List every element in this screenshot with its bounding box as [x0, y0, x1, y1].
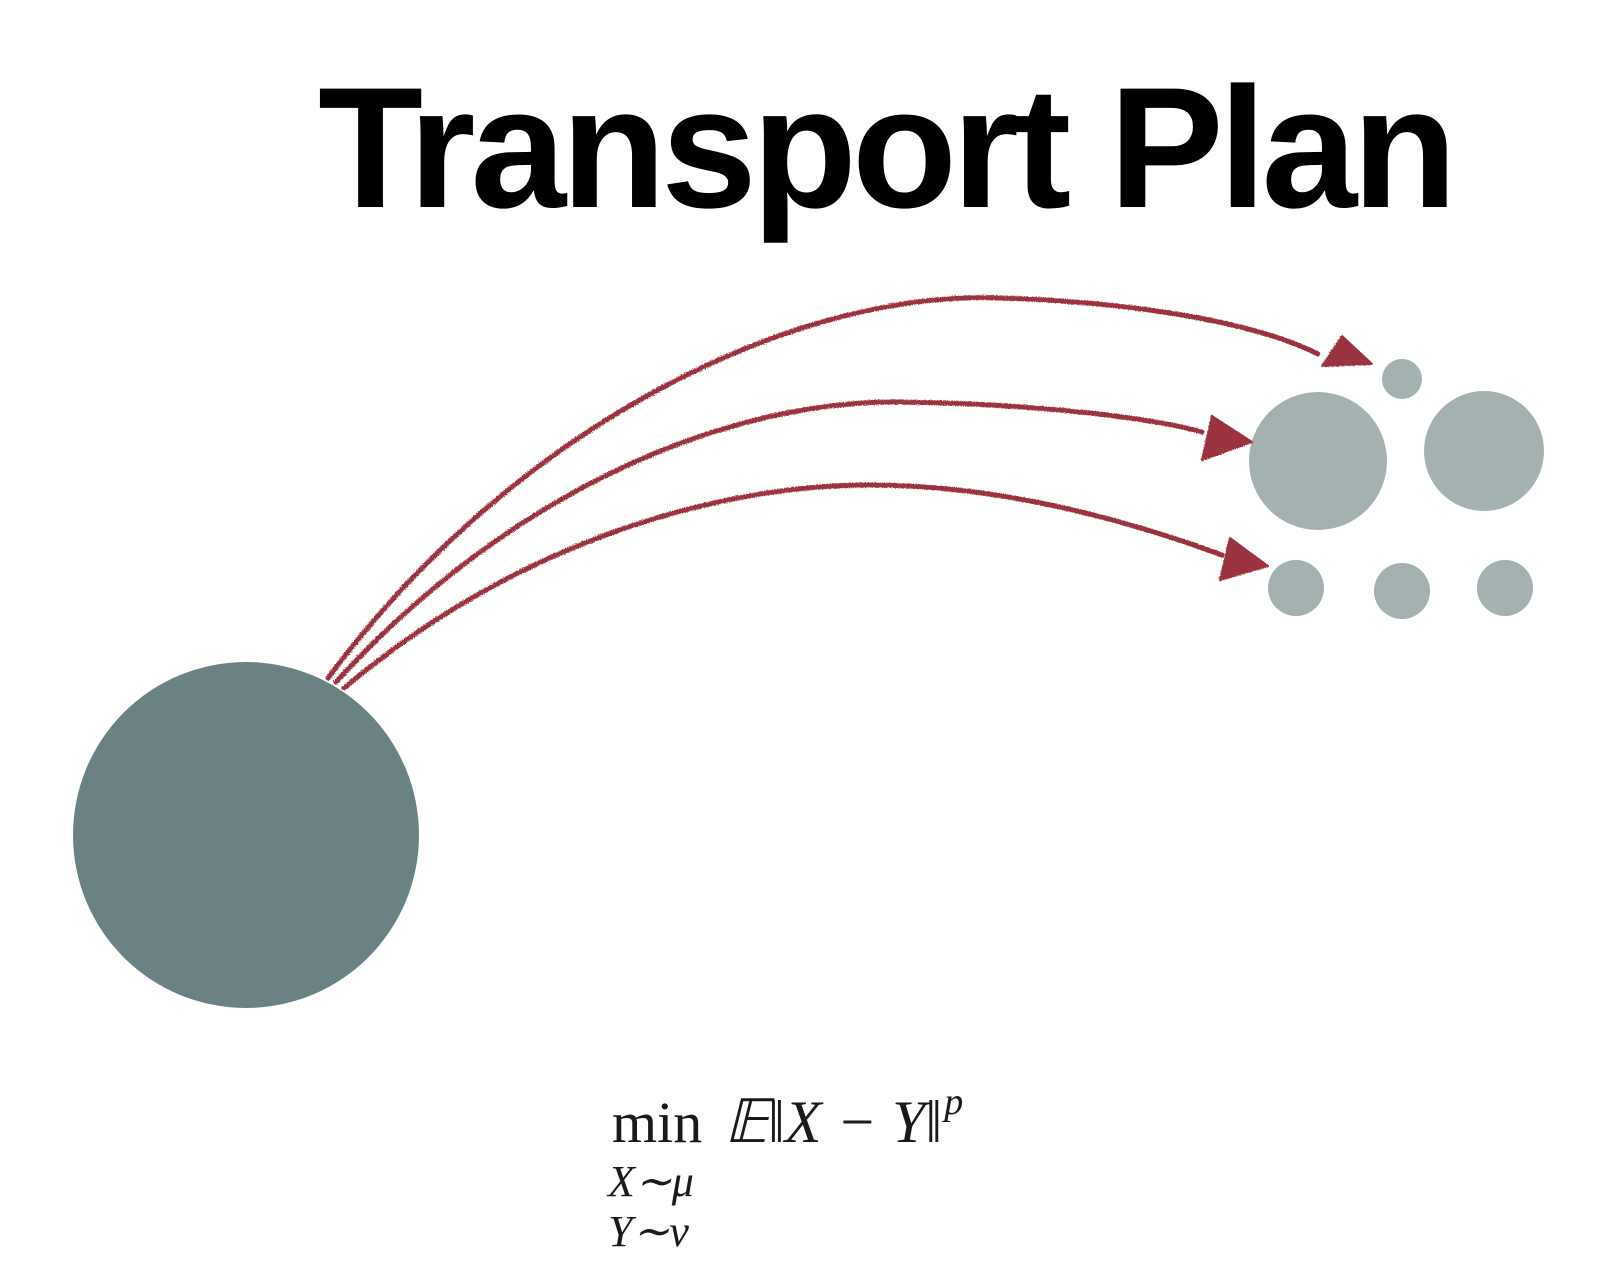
- transport-arrow-bottom-head: [1219, 537, 1269, 581]
- formula-constraint-y: Y∼ν: [608, 1207, 689, 1256]
- target-masses: [1249, 359, 1544, 619]
- transport-formula: min 𝔼‖X − Y‖p X∼μ Y∼ν: [608, 1080, 963, 1257]
- formula-operator: min: [612, 1090, 703, 1155]
- transport-arrow-top: [325, 295, 1321, 681]
- transport-arrow-middle: [333, 399, 1205, 685]
- transport-arrow-bottom: [341, 482, 1225, 691]
- formula-expression: 𝔼‖X − Y‖p: [724, 1080, 963, 1157]
- source-mass: [73, 662, 419, 1008]
- transport-arrow-middle-head: [1201, 415, 1253, 461]
- formula-exponent: p: [944, 1081, 964, 1123]
- target-mass-large-left: [1249, 392, 1387, 530]
- target-mass-small-top: [1382, 359, 1422, 399]
- target-mass-small-3: [1477, 560, 1533, 616]
- target-mass-small-1: [1268, 560, 1324, 616]
- transport-arrows: [325, 295, 1373, 691]
- target-mass-small-2: [1374, 563, 1430, 619]
- slide-title: Transport Plan: [318, 52, 1457, 244]
- transport-arrow-top-head: [1321, 335, 1373, 367]
- formula-constraint-x: X∼μ: [608, 1157, 694, 1206]
- formula-main-line: min 𝔼‖X − Y‖p: [612, 1080, 963, 1157]
- target-mass-large-right: [1424, 391, 1544, 511]
- formula-expression-text: 𝔼‖X − Y‖: [724, 1089, 943, 1155]
